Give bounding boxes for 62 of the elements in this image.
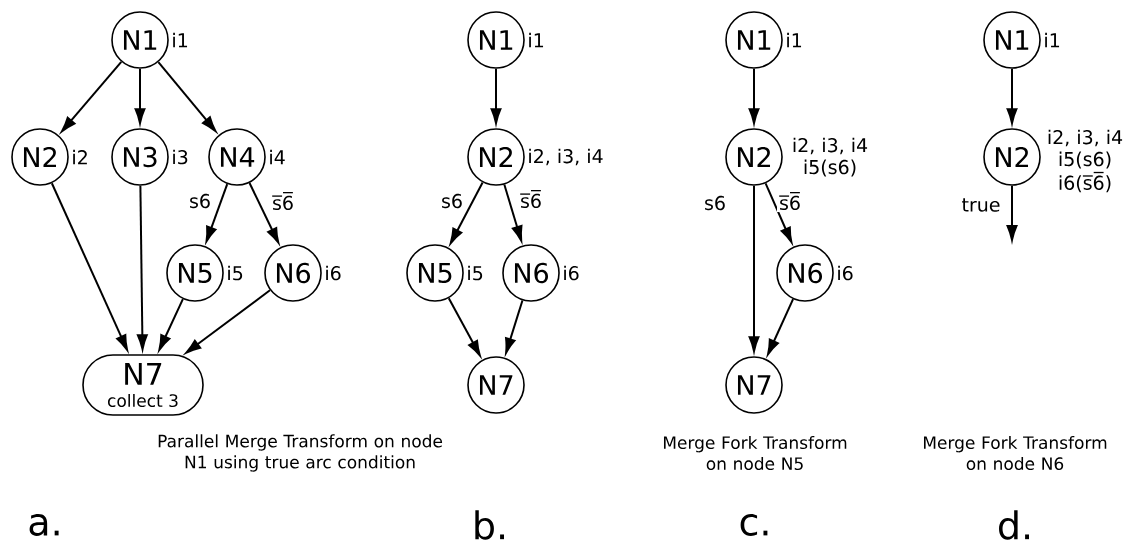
node-annotation: i6 bbox=[838, 265, 853, 281]
circle-node: N7 bbox=[725, 356, 783, 414]
circle-node: N1 bbox=[467, 11, 525, 69]
circle-node: N2 bbox=[467, 128, 525, 186]
arrow bbox=[447, 297, 481, 357]
node-annotation: i1 bbox=[529, 32, 544, 48]
edge-label: true bbox=[959, 196, 1003, 214]
arrow bbox=[50, 182, 128, 351]
circle-node: N6 bbox=[776, 244, 834, 302]
node-annotation: i1 bbox=[1045, 32, 1060, 48]
node-annotation: i6 bbox=[564, 265, 579, 281]
circle-node: N1 bbox=[111, 11, 169, 69]
node-annotation: i5(s6) bbox=[1059, 151, 1111, 169]
edge-label: s̅6̅ bbox=[518, 187, 544, 211]
arrow bbox=[134, 67, 146, 125]
edge-label: s̅6̅ bbox=[270, 189, 296, 213]
circle-node: N1 bbox=[725, 11, 783, 69]
terminal-node: N7 collect 3 bbox=[82, 354, 204, 416]
node-annotation: i2 bbox=[73, 149, 87, 165]
node-annotation: i5 bbox=[468, 265, 483, 281]
circle-node: N2 bbox=[983, 128, 1041, 186]
node-annotation: i6 bbox=[326, 265, 341, 281]
circle-node: N5 bbox=[166, 244, 224, 302]
node-annotation: i3 bbox=[173, 149, 188, 165]
node-annotation: i1 bbox=[787, 32, 802, 48]
panel-letter: b. bbox=[475, 510, 504, 540]
node-annotation: i4 bbox=[270, 149, 285, 165]
caption: Merge Fork Transform on node N6 bbox=[924, 435, 1107, 471]
circle-node: N6 bbox=[264, 244, 322, 302]
circle-node: N1 bbox=[983, 11, 1041, 69]
circle-node: N7 bbox=[467, 356, 525, 414]
caption: Parallel Merge Transform on node N1 using true arc condition bbox=[158, 434, 443, 472]
node-annotation: i6(s̅6̅) bbox=[1059, 171, 1111, 193]
circle-node: N5 bbox=[406, 244, 464, 302]
node-annotation: i5(s6) bbox=[804, 159, 856, 177]
arrow bbox=[748, 67, 760, 125]
arrow bbox=[490, 67, 502, 125]
edge-label: s̅6̅ bbox=[777, 189, 803, 213]
caption: Merge Fork Transform on node N5 bbox=[664, 435, 847, 471]
edge-label: s6 bbox=[439, 191, 465, 211]
panel-letter: d. bbox=[999, 510, 1029, 540]
arrow bbox=[748, 184, 760, 353]
node-annotation: i1 bbox=[173, 32, 188, 48]
node-annotation: i2, i3, i4 bbox=[529, 148, 603, 166]
arrow bbox=[248, 181, 280, 244]
edge-label: s6 bbox=[187, 191, 213, 211]
node-annotation: i5 bbox=[228, 265, 243, 281]
arrow bbox=[61, 60, 123, 133]
arrow bbox=[767, 298, 795, 356]
circle-node: N4 bbox=[208, 128, 266, 186]
node-annotation: i2, i3, i4 bbox=[1048, 129, 1123, 147]
panel-letter: a. bbox=[29, 514, 59, 536]
circle-node: N2 bbox=[11, 128, 69, 186]
node-annotation: i2, i3, i4 bbox=[793, 137, 868, 155]
arrow bbox=[205, 183, 229, 243]
circle-node: N6 bbox=[502, 244, 560, 302]
arrow bbox=[1006, 67, 1018, 125]
edge-label: s6 bbox=[702, 193, 728, 213]
circle-node: N2 bbox=[725, 128, 783, 186]
circle-node: N3 bbox=[111, 128, 169, 186]
panel-letter: c. bbox=[740, 514, 768, 536]
arrow bbox=[157, 61, 217, 132]
